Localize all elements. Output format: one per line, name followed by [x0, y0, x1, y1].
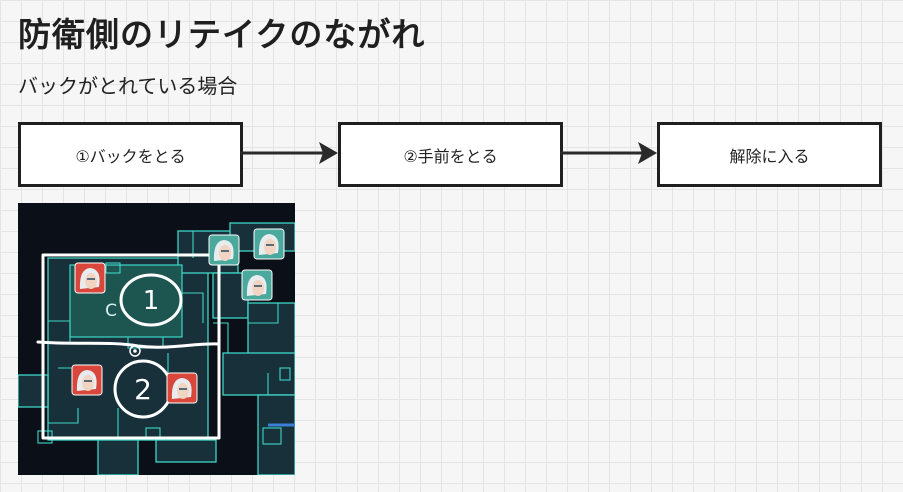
- page-title: 防衛側のリテイクのながれ: [18, 15, 426, 54]
- flow-step-3[interactable]: 解除に入る: [657, 122, 882, 187]
- agent-portrait-ally: [253, 228, 285, 260]
- arrow-step1-to-step2: [240, 142, 338, 164]
- agent-portrait-enemy: [71, 364, 103, 396]
- right-lower-room: [257, 394, 295, 475]
- flow-step-1[interactable]: ①バックをとる: [18, 122, 243, 187]
- right-corridor-mid: [222, 352, 295, 396]
- area-2-label: 2: [134, 373, 152, 406]
- page-subtitle: バックがとれている場合: [18, 74, 238, 98]
- spike-icon: [129, 345, 141, 357]
- bottom-right-corridor: [155, 439, 217, 463]
- agent-portrait-ally: [241, 269, 273, 301]
- drawn-box: [41, 253, 221, 440]
- minimap-image: 1 2 C: [18, 203, 295, 475]
- agent-portrait-enemy: [166, 372, 198, 404]
- agent-portrait-ally: [208, 234, 240, 266]
- bottom-corridor: [97, 439, 139, 475]
- flow-step-2[interactable]: ②手前をとる: [338, 122, 563, 187]
- arrow-step2-to-step3: [560, 142, 657, 164]
- agent-badges: [71, 228, 285, 404]
- drawn-divider: [36, 340, 221, 349]
- spike-icon-dot: [133, 349, 137, 353]
- map-walls: [37, 231, 291, 445]
- circle-area-1: [119, 273, 183, 327]
- site-letter-label: C: [105, 301, 117, 321]
- agent-portrait-enemy: [74, 262, 106, 294]
- area-1-label: 1: [143, 286, 160, 316]
